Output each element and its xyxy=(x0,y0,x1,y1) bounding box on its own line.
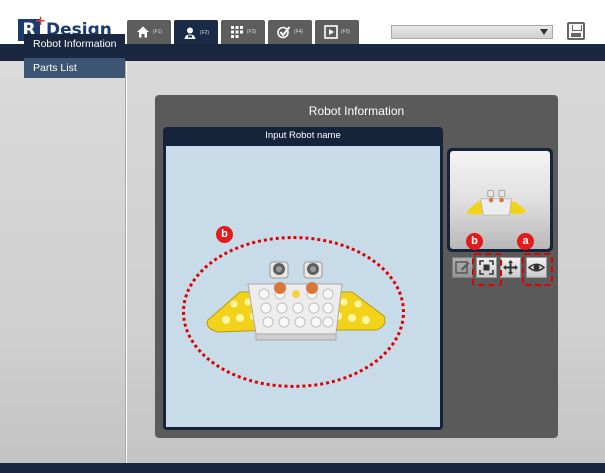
marker-label: b xyxy=(471,235,478,247)
eye-icon xyxy=(527,263,546,272)
highlight-b-fit-view xyxy=(472,253,502,286)
edit-icon xyxy=(455,261,470,274)
sidebar-item-label: Parts List xyxy=(33,62,77,74)
tab-play[interactable]: (F5) xyxy=(315,20,359,44)
edit-button[interactable] xyxy=(452,257,473,278)
tab-shortcut: (F3) xyxy=(246,29,257,35)
fit-view-icon xyxy=(479,260,494,275)
play-icon xyxy=(324,25,338,39)
check-icon xyxy=(277,26,291,39)
tab-parts[interactable]: (F3) xyxy=(221,20,265,44)
chevron-down-icon xyxy=(540,29,548,35)
sidebar-item-label: Robot Information xyxy=(33,38,117,50)
header-band xyxy=(0,44,605,61)
tab-home[interactable]: (F1) xyxy=(127,20,171,44)
view-toggle-button[interactable] xyxy=(526,257,547,278)
logo-plus: + xyxy=(35,14,46,29)
robot-highlight-ellipse xyxy=(182,236,405,388)
sidebar-item-parts-list[interactable]: Parts List xyxy=(24,58,125,78)
marker-label: a xyxy=(522,235,529,247)
sidebar xyxy=(0,61,126,463)
robot-select-dropdown[interactable] xyxy=(391,25,553,39)
parts-grid-icon xyxy=(230,26,243,38)
footer-band xyxy=(0,463,605,473)
panel-title: Robot Information xyxy=(308,104,405,118)
tab-robot-info[interactable]: (F2) xyxy=(174,20,218,45)
move-button[interactable] xyxy=(500,257,521,278)
fit-view-button[interactable] xyxy=(476,257,497,278)
robot-name-input[interactable]: Input Robot name xyxy=(265,130,341,141)
tab-shortcut: (F5) xyxy=(340,29,351,35)
sidebar-item-robot-information[interactable]: Robot Information xyxy=(24,34,125,54)
marker-b-viewer: b xyxy=(216,226,233,243)
main-tabs: (F1) (F2) (F3) (F4) (F5) xyxy=(127,20,359,45)
tab-shortcut: (F1) xyxy=(152,29,163,35)
home-icon xyxy=(136,26,149,38)
marker-a-tool: a xyxy=(517,233,534,250)
move-icon xyxy=(503,260,518,275)
top-bar: R + Design (F1) (F2) (F3) (F4) (F5 xyxy=(0,0,605,45)
tab-shortcut: (F2) xyxy=(199,29,210,36)
robot-user-icon xyxy=(184,27,196,39)
save-button[interactable] xyxy=(567,22,585,40)
thumbnail-robot-model xyxy=(467,189,526,216)
marker-b-tool: b xyxy=(466,233,483,250)
highlight-a-view-toggle xyxy=(522,253,553,286)
tab-shortcut: (F4) xyxy=(293,29,304,35)
tab-check[interactable]: (F4) xyxy=(268,20,312,44)
marker-label: b xyxy=(221,228,228,240)
